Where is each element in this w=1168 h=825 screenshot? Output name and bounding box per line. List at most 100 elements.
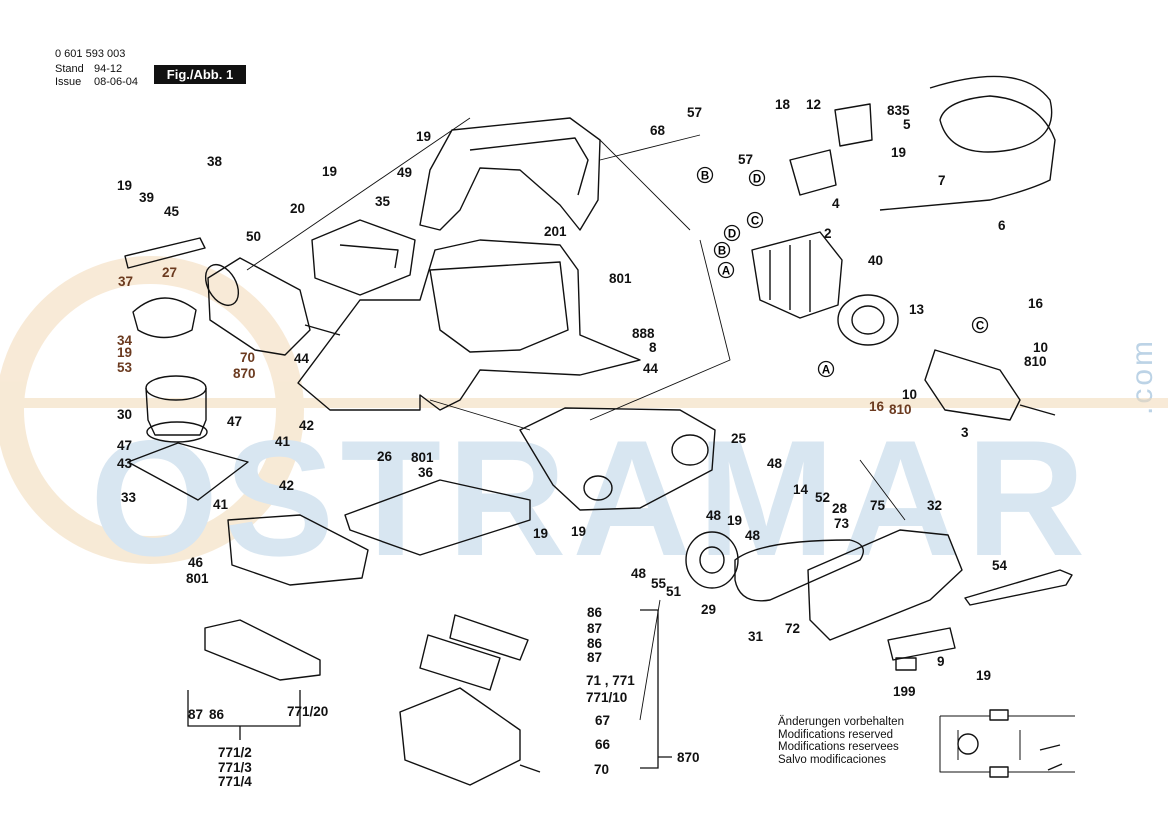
- part-callout-10a: 10: [1033, 340, 1048, 355]
- part-callout-19g: 19: [727, 513, 742, 528]
- part-callout-57a: 57: [687, 105, 702, 120]
- part-callout-771_20: 771/20: [287, 704, 328, 719]
- pulley-part-29: [685, 531, 739, 589]
- variant-letter: B: [701, 171, 709, 183]
- belt-part-31: [734, 539, 864, 602]
- label-part-9: [887, 627, 956, 661]
- part-callout-19f: 19: [891, 145, 906, 160]
- cylinder-part-70: [207, 257, 311, 356]
- drum-part-66: [399, 687, 521, 786]
- part-callout-37: 37: [118, 274, 133, 289]
- part-callout-51: 51: [666, 584, 682, 599]
- stand-label: Stand: [55, 63, 84, 75]
- part-callout-10b: 10: [902, 387, 917, 402]
- variant-letter-circle: [748, 169, 766, 187]
- blade-part-771-20: [204, 619, 321, 681]
- part-callout-19b: 19: [416, 129, 431, 144]
- part-callout-45: 45: [164, 204, 180, 219]
- variant-letter-circle: [817, 360, 835, 378]
- switch-part-4: [789, 149, 837, 196]
- part-callout-67: 67: [595, 713, 610, 728]
- variant-letter-circle: [723, 224, 741, 242]
- base-part-36: [344, 479, 531, 556]
- part-callout-43: 43: [117, 456, 133, 471]
- variant-letter-circle: [713, 241, 731, 259]
- part-callout-771_4: 771/4: [218, 774, 252, 789]
- line-art: [124, 75, 1075, 786]
- part-callout-19e: 19: [533, 526, 548, 541]
- cover-part-32: [807, 529, 963, 641]
- variant-letter: D: [728, 229, 736, 241]
- cord-part-6: [879, 75, 1056, 211]
- part-callout-14: 14: [793, 482, 809, 497]
- part-callout-41b: 41: [213, 497, 229, 512]
- part-callout-86b: 86: [587, 636, 603, 651]
- part-callout-38: 38: [207, 154, 223, 169]
- part-callout-32: 32: [927, 498, 942, 513]
- part-number: 0 601 593 003: [55, 48, 126, 60]
- variant-letter: C: [976, 321, 984, 333]
- figure-label: Fig./Abb. 1: [154, 65, 246, 84]
- part-callout-19d: 19: [117, 345, 132, 360]
- part-callout-16b: 16: [869, 399, 885, 414]
- ring-part-40: [837, 294, 899, 346]
- part-callout-31: 31: [748, 629, 764, 644]
- part-callout-9: 9: [937, 654, 945, 669]
- note-line: Modifications reserved: [778, 728, 894, 741]
- part-callout-54: 54: [992, 558, 1008, 573]
- part-callout-50: 50: [246, 229, 261, 244]
- part-callout-835: 835: [887, 103, 910, 118]
- note-line: Salvo modificaciones: [778, 753, 887, 766]
- part-callout-6: 6: [998, 218, 1006, 233]
- watermark-text: OSTRAMAR: [90, 406, 1091, 590]
- part-callout-29: 29: [701, 602, 716, 617]
- part-callout-44a: 44: [294, 351, 310, 366]
- part-callout-86a: 86: [587, 605, 603, 620]
- part-callout-49: 49: [397, 165, 412, 180]
- part-callout-19a: 19: [117, 178, 132, 193]
- part-callout-18: 18: [775, 97, 791, 112]
- part-callout-39: 39: [139, 190, 154, 205]
- wrench-part-54: [964, 569, 1073, 606]
- part-callout-42a: 42: [299, 418, 314, 433]
- part-callout-4: 4: [832, 196, 840, 211]
- part-callout-771_2: 771/2: [218, 745, 252, 760]
- part-callout-66: 66: [595, 737, 611, 752]
- part-callout-70a: 70: [240, 350, 255, 365]
- bracket-part-37: [124, 237, 206, 269]
- part-callout-5: 5: [903, 117, 911, 132]
- part-callout-8: 8: [649, 340, 657, 355]
- part-callout-35: 35: [375, 194, 391, 209]
- part-callouts: 1939453850194919352020137273419537087044…: [117, 97, 1048, 789]
- part-callout-13: 13: [909, 302, 925, 317]
- part-callout-70b: 70: [594, 762, 609, 777]
- part-callout-888: 888: [632, 326, 655, 341]
- part-callout-12: 12: [806, 97, 821, 112]
- part-callout-2: 2: [824, 226, 832, 241]
- part-callout-41a: 41: [275, 434, 291, 449]
- issue-label: Issue: [55, 76, 82, 88]
- part-callout-19c: 19: [322, 164, 337, 179]
- part-callout-27: 27: [162, 265, 177, 280]
- part-callout-801c: 801: [186, 571, 209, 586]
- armature-part-3: [924, 349, 1021, 421]
- variant-letter: A: [722, 266, 730, 278]
- plate-part-33: [127, 442, 249, 501]
- variant-letter: B: [718, 246, 726, 258]
- part-callout-771_10: 771/10: [586, 690, 627, 705]
- variant-letter-circle: [696, 166, 714, 184]
- part-callout-72: 72: [785, 621, 800, 636]
- part-callout-71_771: 71 , 771: [586, 673, 635, 688]
- part-callout-87c: 87: [188, 707, 203, 722]
- part-callout-57b: 57: [738, 152, 753, 167]
- variant-letter: A: [822, 365, 830, 377]
- part-callout-3: 3: [961, 425, 969, 440]
- handle-part-49: [419, 117, 601, 231]
- variant-letter: C: [751, 216, 759, 228]
- part-callout-30: 30: [117, 407, 132, 422]
- part-callout-87a: 87: [587, 621, 602, 636]
- cap-part-34: [132, 297, 197, 339]
- part-callout-16a: 16: [1028, 296, 1044, 311]
- part-callout-86c: 86: [209, 707, 225, 722]
- part-callout-20: 20: [290, 201, 305, 216]
